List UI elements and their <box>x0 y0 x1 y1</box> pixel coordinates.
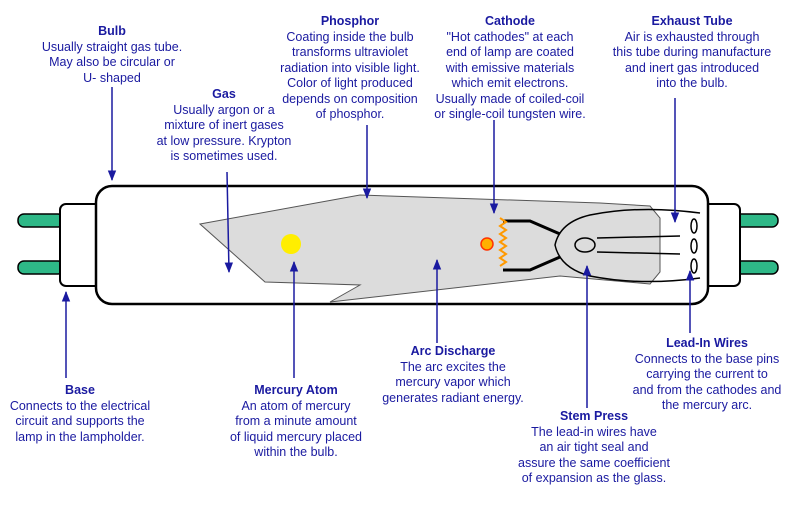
label-phosphor-title: Phosphor <box>320 14 380 28</box>
label-exhaust-tube-desc: Air is exhausted through this tube durin… <box>612 29 772 91</box>
label-gas-desc: Usually argon or a mixture of inert gase… <box>156 102 292 164</box>
label-gas-title: Gas <box>212 87 236 101</box>
label-cathode: Cathode "Hot cathodes" at each end of la… <box>424 14 596 123</box>
label-mercury-atom: Mercury Atom An atom of mercury from a m… <box>222 383 370 461</box>
label-stem-press: Stem Press The lead-in wires have an air… <box>512 409 676 487</box>
label-bulb-title: Bulb <box>98 24 126 38</box>
base-pins-right <box>731 213 779 275</box>
pin-left-top <box>17 213 65 228</box>
label-arc-discharge: Arc Discharge The arc excites the mercur… <box>370 344 536 406</box>
pin-left-bottom <box>17 260 65 275</box>
label-lead-in-wires-desc: Connects to the base pins carrying the c… <box>632 351 782 413</box>
label-bulb: Bulb Usually straight gas tube. May also… <box>30 24 194 86</box>
mercury-atom <box>281 234 301 254</box>
label-phosphor-desc: Coating inside the bulb transforms ultra… <box>280 29 420 122</box>
arc-discharge-region <box>198 194 661 303</box>
arrow-gas <box>224 171 234 274</box>
stem-press <box>554 208 701 283</box>
cathode-coil <box>498 217 508 267</box>
label-stem-press-title: Stem Press <box>559 409 629 423</box>
lead-in-wires <box>503 219 561 272</box>
label-cathode-desc: "Hot cathodes" at each end of lamp are c… <box>434 29 586 122</box>
label-cathode-title: Cathode <box>485 14 535 28</box>
exhaust-tube-opening <box>690 218 698 234</box>
base-pins-left <box>17 213 65 275</box>
cathode-glow <box>480 237 494 251</box>
label-lead-in-wires-title: Lead-In Wires <box>666 336 748 350</box>
label-bulb-desc: Usually straight gas tube. May also be c… <box>41 39 183 85</box>
label-exhaust-tube-title: Exhaust Tube <box>651 14 733 28</box>
label-mercury-atom-title: Mercury Atom <box>254 383 338 397</box>
label-mercury-atom-desc: An atom of mercury from a minute amount … <box>229 398 362 460</box>
label-gas: Gas Usually argon or a mixture of inert … <box>140 87 308 165</box>
label-exhaust-tube: Exhaust Tube Air is exhausted through th… <box>600 14 784 92</box>
label-stem-press-desc: The lead-in wires have an air tight seal… <box>518 424 670 486</box>
label-arc-discharge-desc: The arc excites the mercury vapor which … <box>382 359 524 405</box>
label-base-desc: Connects to the electrical circuit and s… <box>9 398 151 444</box>
label-base-title: Base <box>65 383 95 397</box>
label-lead-in-wires: Lead-In Wires Connects to the base pins … <box>622 336 792 414</box>
label-base: Base Connects to the electrical circuit … <box>2 383 158 445</box>
label-arc-discharge-title: Arc Discharge <box>410 344 496 358</box>
label-phosphor: Phosphor Coating inside the bulb transfo… <box>268 14 432 123</box>
